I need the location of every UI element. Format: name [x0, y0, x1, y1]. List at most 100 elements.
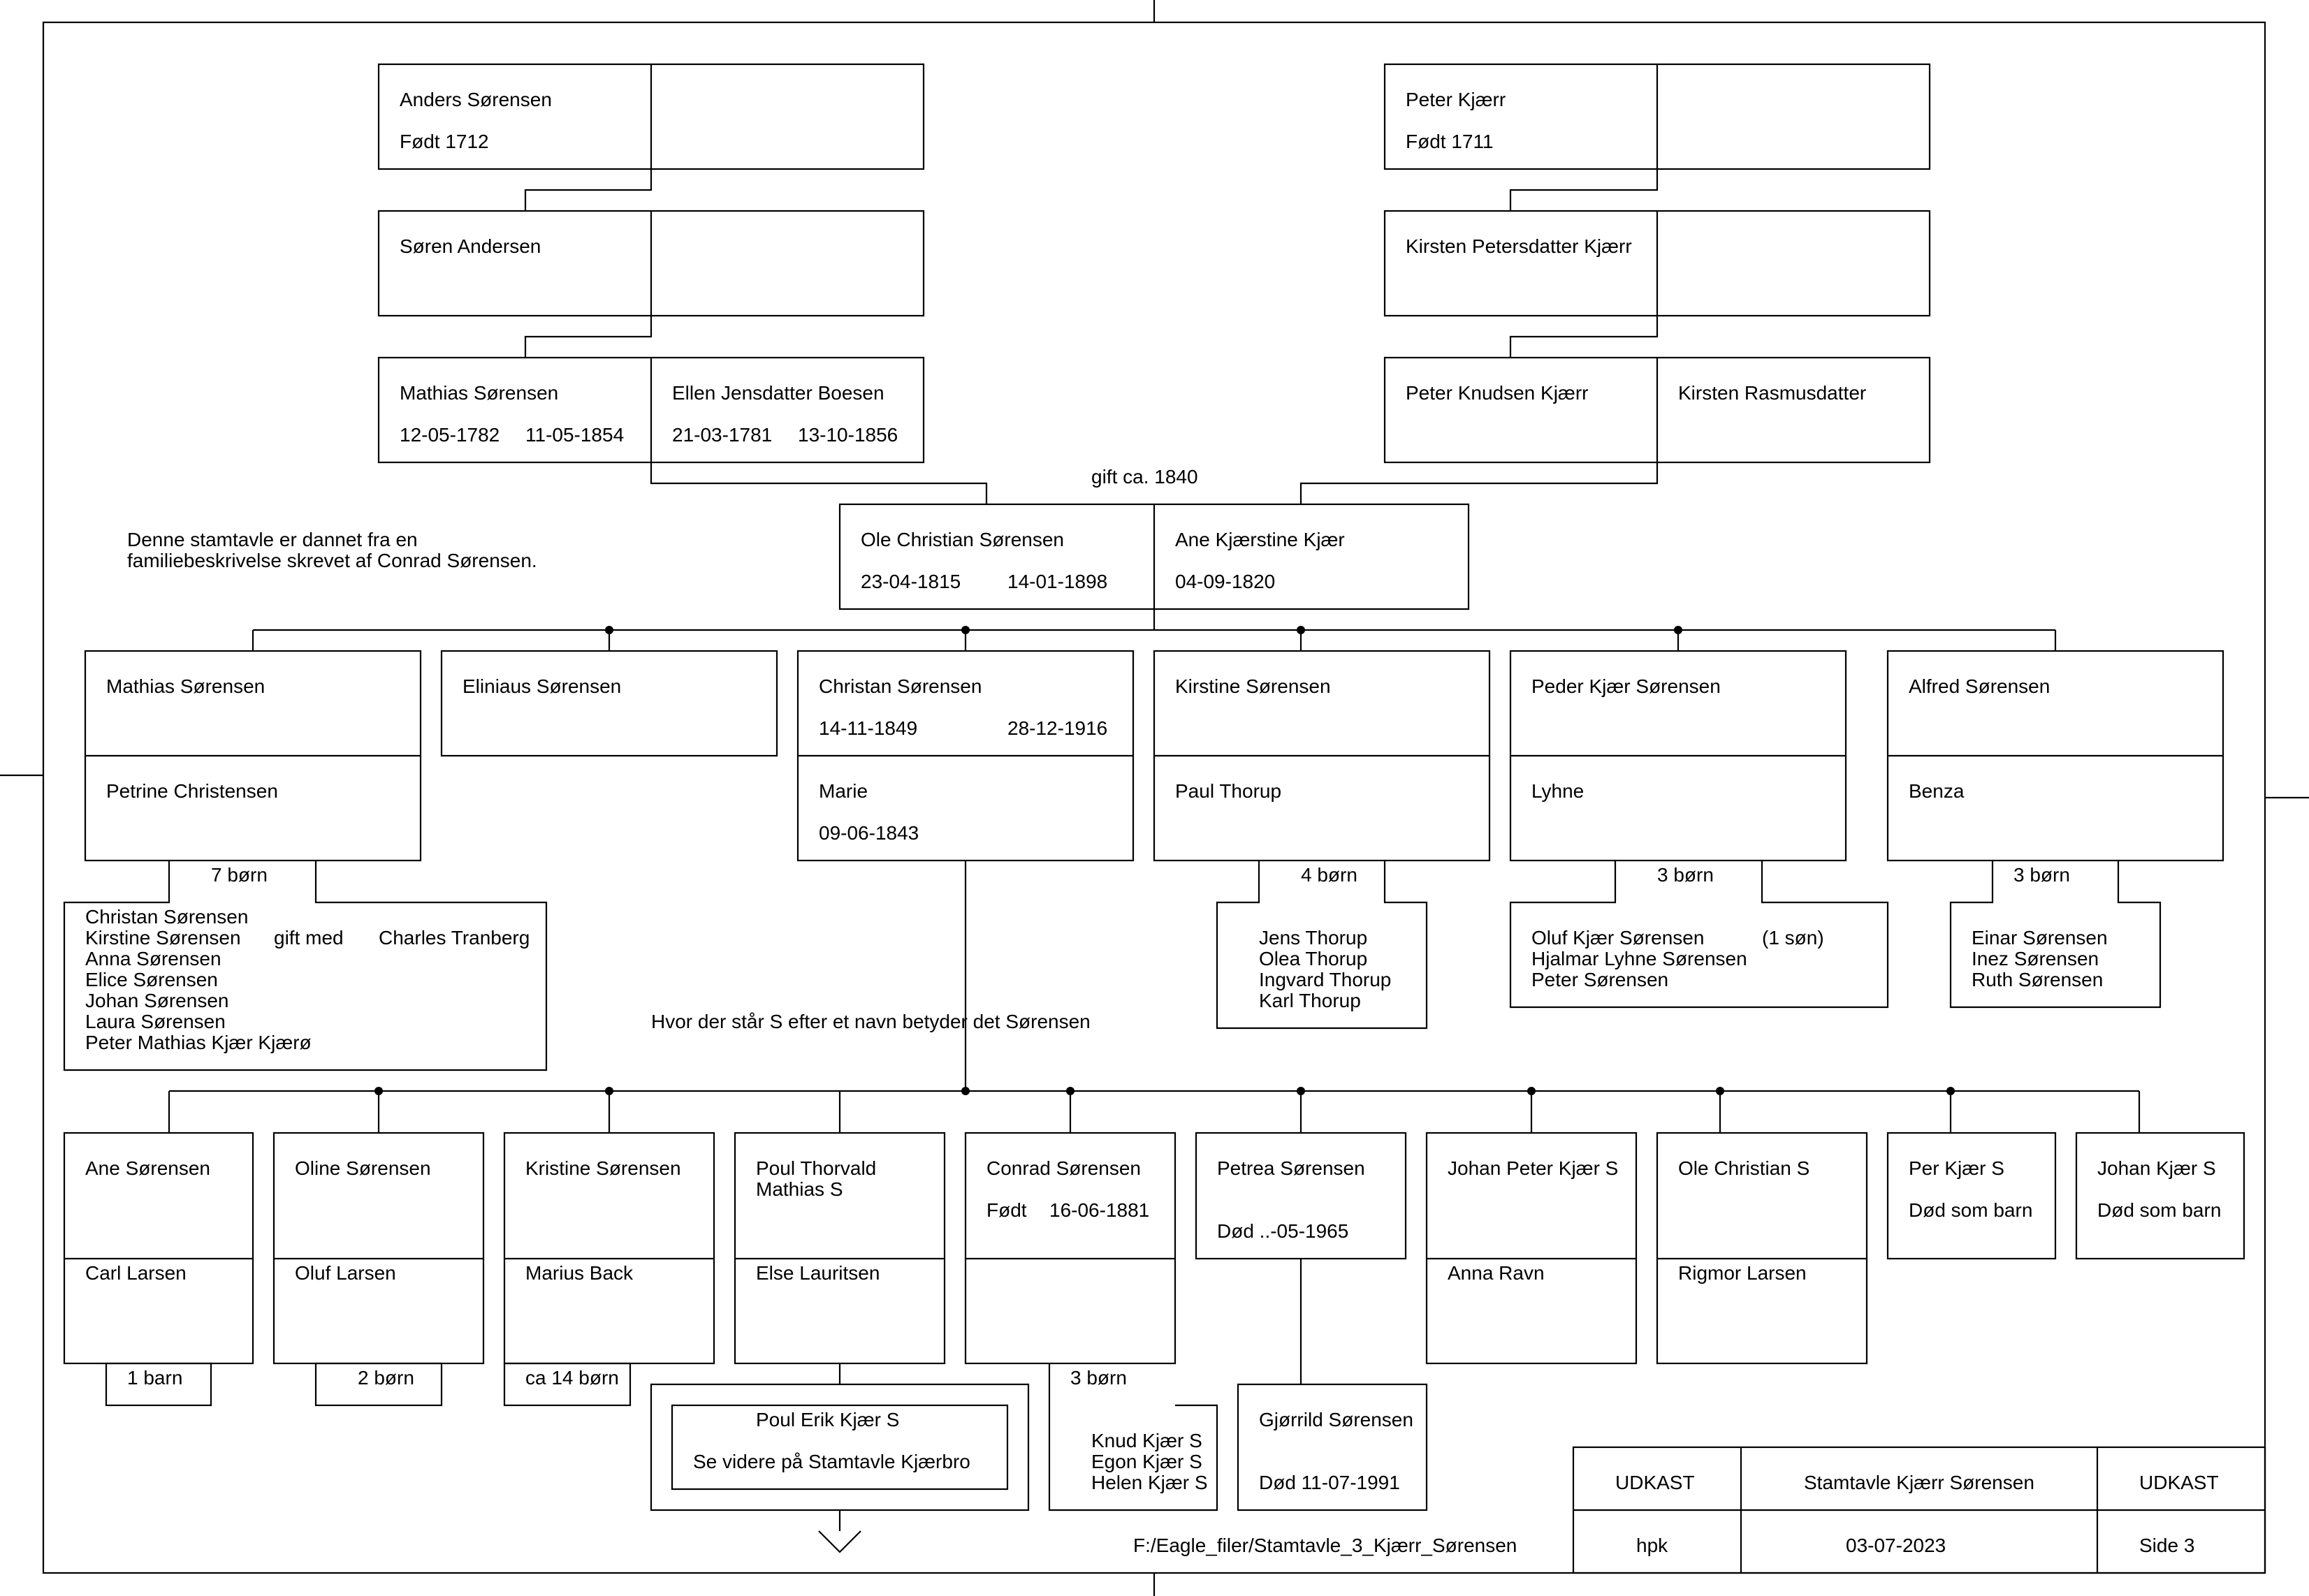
johan-kjaer-note: Død som barn — [2097, 1199, 2221, 1221]
peder-grandchild: Peter Sørensen — [1531, 969, 1668, 990]
ole-christian-born: 23-04-1815 — [861, 571, 961, 592]
kirstine-grandchild: Jens Thorup — [1259, 927, 1367, 949]
christan-name: Christan Sørensen — [819, 675, 982, 697]
ane-count: 1 barn — [127, 1367, 182, 1389]
mathias-grandchild: Laura Sørensen — [85, 1011, 226, 1032]
kirsten-petersdatter-name: Kirsten Petersdatter Kjærr — [1406, 235, 1632, 257]
ellen-died: 13-10-1856 — [798, 424, 898, 446]
gjorrild-name: Gjørrild Sørensen — [1259, 1409, 1413, 1430]
mathias-grandchild: Christan Sørensen — [85, 906, 248, 928]
conrad-child: Helen Kjær S — [1091, 1472, 1208, 1493]
conrad-name: Conrad Sørensen — [986, 1157, 1141, 1179]
poul-erik-name: Poul Erik Kjær S — [756, 1409, 899, 1430]
box-poul-erik-inner — [671, 1404, 1009, 1491]
box-johan-kjaer-s — [2075, 1132, 2245, 1260]
conrad-child: Egon Kjær S — [1091, 1451, 1202, 1472]
ellen-name: Ellen Jensdatter Boesen — [672, 382, 884, 404]
mathias-grandchild: Johan Sørensen — [85, 990, 228, 1011]
file-path: F:/Eagle_filer/Stamtavle_3_Kjærr_Sørense… — [1133, 1535, 1517, 1556]
conrad-child: Knud Kjær S — [1091, 1430, 1202, 1451]
conrad-count: 3 børn — [1070, 1367, 1127, 1389]
ane-kjaerstine-name: Ane Kjærstine Kjær — [1175, 529, 1345, 550]
anders-name: Anders Sørensen — [400, 89, 552, 110]
christan-died: 28-12-1916 — [1007, 717, 1107, 739]
kirstine-grandchild: Olea Thorup — [1259, 948, 1367, 969]
note-source-line1: Denne stamtavle er dannet fra en — [127, 529, 418, 550]
title-name: Stamtavle Kjærr Sørensen — [1804, 1472, 2034, 1493]
mathias-child-name: Mathias Sørensen — [106, 675, 265, 697]
johan-kjaer-name: Johan Kjær S — [2097, 1157, 2216, 1179]
poul-spouse: Else Lauritsen — [756, 1262, 880, 1284]
box-johan-peter-kjaer — [1425, 1132, 1638, 1365]
petrea-name: Petrea Sørensen — [1217, 1157, 1365, 1179]
peder-grandchild-note: (1 søn) — [1762, 927, 1824, 949]
alfred-grandchild: Einar Sørensen — [1972, 927, 2108, 949]
poul-name-line2: Mathias S — [756, 1178, 843, 1200]
ane-kjaerstine-born: 04-09-1820 — [1175, 571, 1275, 592]
peder-grandchild: Oluf Kjær Sørensen — [1531, 927, 1704, 949]
per-kjaer-name: Per Kjær S — [1909, 1157, 2004, 1179]
kristine-spouse: Marius Back — [525, 1262, 634, 1284]
peter-kjaerr-name: Peter Kjærr — [1406, 89, 1506, 110]
oline-count: 2 børn — [358, 1367, 414, 1389]
alfred-name: Alfred Sørensen — [1909, 675, 2050, 697]
ole-christian-s-spouse: Rigmor Larsen — [1678, 1262, 1807, 1284]
peder-spouse: Lyhne — [1531, 780, 1584, 802]
count-box-kristine — [503, 1362, 632, 1407]
kirsten-rasmusdatter-name: Kirsten Rasmusdatter — [1678, 382, 1866, 404]
gjorrild-died: Død 11-07-1991 — [1259, 1472, 1400, 1493]
petrea-died: Død ..-05-1965 — [1217, 1220, 1348, 1242]
title-date: 03-07-2023 — [1846, 1535, 1946, 1556]
kirstine-name: Kirstine Sørensen — [1175, 675, 1331, 697]
ole-christian-name: Ole Christian Sørensen — [861, 529, 1064, 550]
anders-born: Født 1712 — [400, 131, 489, 152]
poul-name-line1: Poul Thorvald — [756, 1157, 876, 1179]
mathias-grandchild-gift-med: gift med — [274, 927, 344, 949]
box-gjorrild-sorensen — [1237, 1383, 1428, 1511]
kirstine-spouse: Paul Thorup — [1175, 780, 1281, 802]
alfred-grandchild: Inez Sørensen — [1972, 948, 2099, 969]
marriage-label: gift ca. 1840 — [1091, 466, 1198, 488]
mathias-grandchild: Peter Mathias Kjær Kjærø — [85, 1032, 312, 1053]
christan-born: 14-11-1849 — [819, 717, 917, 739]
mathias-g3-name: Mathias Sørensen — [400, 382, 558, 404]
box-conrad-sorensen — [964, 1132, 1177, 1365]
kristine-count: ca 14 børn — [525, 1367, 619, 1389]
alfred-count: 3 børn — [2013, 864, 2070, 886]
note-source-line2: familiebeskrivelse skrevet af Conrad Sør… — [127, 550, 537, 571]
count-box-ane — [105, 1362, 212, 1407]
mathias-child-spouse: Petrine Christensen — [106, 780, 278, 802]
kirstine-grandchild: Ingvard Thorup — [1259, 969, 1391, 990]
per-kjaer-note: Død som barn — [1909, 1199, 2032, 1221]
mathias-grandchild: Elice Sørensen — [85, 969, 218, 990]
alfred-spouse: Benza — [1909, 780, 1965, 802]
conrad-born: 16-06-1881 — [1049, 1199, 1149, 1221]
christan-spouse-born: 09-06-1843 — [819, 822, 919, 844]
christan-spouse: Marie — [819, 780, 868, 802]
note-s-meaning: Hvor der står S efter et navn betyder de… — [651, 1011, 1091, 1032]
box-poul-erik-outer — [650, 1383, 1030, 1511]
oline-name: Oline Sørensen — [295, 1157, 431, 1179]
title-status-right: UDKAST — [2139, 1472, 2219, 1493]
peder-grandchild: Hjalmar Lyhne Sørensen — [1531, 948, 1747, 969]
peter-kjaerr-born: Født 1711 — [1406, 131, 1494, 152]
peter-knudsen-name: Peter Knudsen Kjærr — [1406, 382, 1588, 404]
mathias-grandchild: Anna Sørensen — [85, 948, 221, 969]
box-per-kjaer-s — [1886, 1132, 2057, 1260]
kristine-name: Kristine Sørensen — [525, 1157, 681, 1179]
johan-peter-spouse: Anna Ravn — [1448, 1262, 1545, 1284]
kirstine-count: 4 børn — [1301, 864, 1357, 886]
oline-spouse: Oluf Larsen — [295, 1262, 396, 1284]
kirstine-grandchild: Karl Thorup — [1259, 990, 1361, 1011]
count-box-oline — [314, 1362, 443, 1407]
ole-christian-s-name: Ole Christian S — [1678, 1157, 1809, 1179]
peder-count: 3 børn — [1657, 864, 1714, 886]
title-status-left: UDKAST — [1615, 1472, 1695, 1493]
peder-name: Peder Kjær Sørensen — [1531, 675, 1721, 697]
box-eliniaus-sorensen — [440, 650, 778, 757]
soren-name: Søren Andersen — [400, 235, 541, 257]
ole-christian-died: 14-01-1898 — [1007, 571, 1107, 592]
mathias-g3-born: 12-05-1782 — [400, 424, 500, 446]
title-author: hpk — [1636, 1535, 1668, 1556]
